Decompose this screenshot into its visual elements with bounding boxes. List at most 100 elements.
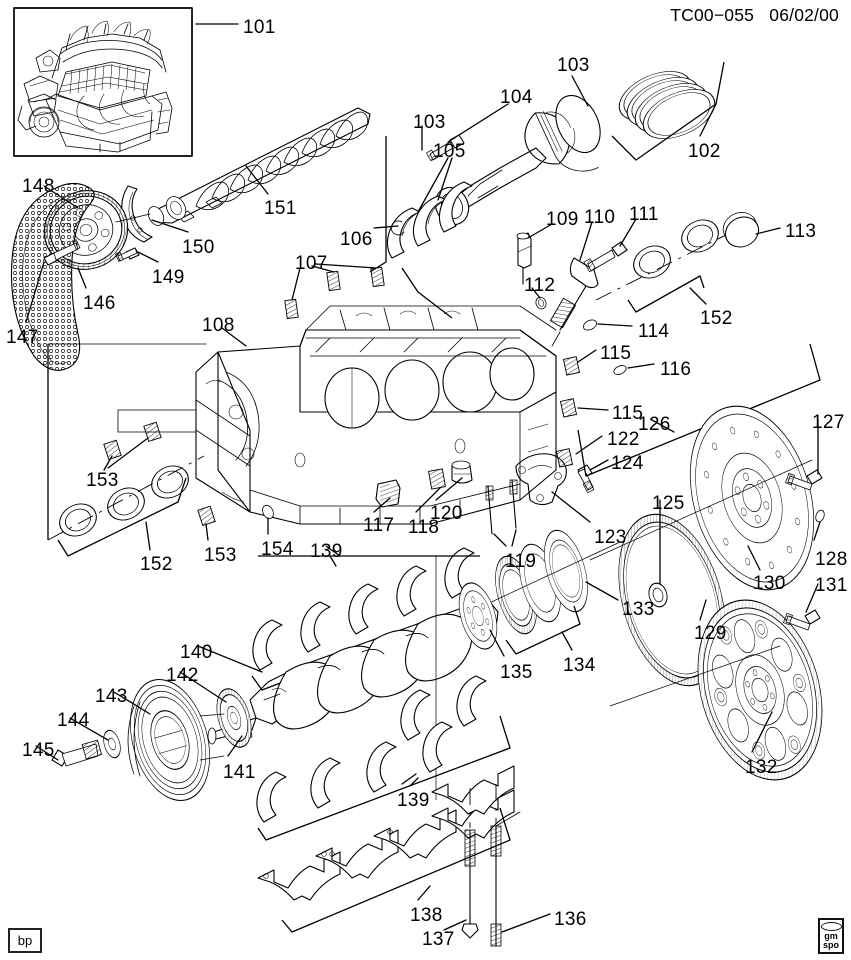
callout-141: 141 [223, 762, 256, 783]
harmonic-balancer-art [127, 678, 225, 802]
piston-ring-set-art [611, 61, 725, 161]
callout-122: 122 [607, 429, 640, 450]
callout-133: 133 [622, 599, 655, 620]
callout-118: 118 [408, 517, 440, 538]
gm-logo-line1: gm [824, 931, 838, 941]
gm-spo-logo: gm spo [818, 918, 844, 954]
document-header: TC00−055 06/02/00 [670, 5, 839, 26]
callout-110: 110 [584, 207, 616, 228]
engine-block-art [195, 305, 557, 525]
camshaft-rear-plug-art [722, 212, 760, 248]
callout-140: 140 [180, 642, 213, 663]
callout-151: 151 [264, 198, 297, 219]
right-side-plugs-art [555, 319, 627, 468]
callout-127: 127 [812, 412, 845, 433]
crankshaft-sprocket-art [216, 688, 252, 748]
timing-chain-bolt-art [43, 239, 81, 266]
bottom-sensors-art [375, 460, 518, 535]
bp-stamp-label: bp [17, 933, 33, 948]
crankshaft-art [207, 582, 499, 745]
balancer-washer-art [103, 729, 121, 759]
callout-116: 116 [660, 359, 692, 380]
callout-154: 154 [261, 539, 294, 560]
callout-129: 129 [694, 623, 727, 644]
callout-102: 102 [688, 141, 721, 162]
sprocket-bolt-art [115, 247, 140, 262]
header-code: TC00−055 [670, 5, 755, 25]
callout-139a: 139 [310, 541, 343, 562]
core-plugs-left-art [103, 421, 274, 527]
flywheel-dowel-art [813, 509, 825, 541]
main-bearing-cap-set-art [257, 765, 515, 933]
callout-148: 148 [22, 176, 55, 197]
callout-114: 114 [638, 321, 670, 342]
block-plug-art [284, 266, 385, 320]
flywheel-ring-gear-art [618, 513, 726, 687]
engine-assembly-inset-art [13, 7, 193, 157]
callout-153a: 153 [86, 470, 119, 491]
callout-105: 105 [433, 141, 466, 162]
callout-145: 145 [22, 740, 55, 761]
callout-131: 131 [815, 575, 848, 596]
rear-crankshaft-seal-art [469, 529, 621, 655]
callout-150: 150 [182, 237, 215, 258]
callout-109: 109 [546, 209, 579, 230]
callout-130: 130 [753, 573, 786, 594]
callout-136: 136 [554, 909, 587, 930]
callout-107: 107 [295, 253, 328, 274]
callout-119: 119 [505, 551, 537, 572]
retaining-clip-art [373, 220, 405, 236]
callout-123: 123 [594, 527, 627, 548]
main-bearing-cap-bolts-art [461, 784, 521, 947]
callout-104: 104 [500, 87, 533, 108]
crankshaft-pilot-bearing-art [648, 582, 668, 608]
callout-117: 117 [363, 515, 395, 536]
callout-147: 147 [6, 327, 39, 348]
oil-squirter-art [549, 257, 599, 347]
callout-149: 149 [152, 267, 185, 288]
callout-112: 112 [524, 275, 556, 296]
callout-138: 138 [410, 905, 443, 926]
flexplate-art [609, 599, 823, 781]
callout-124: 124 [611, 453, 644, 474]
callout-103b: 103 [413, 112, 446, 133]
flywheel-art [589, 405, 815, 591]
squirter-bolt-art [583, 241, 628, 273]
callout-139b: 139 [397, 790, 430, 811]
callout-146: 146 [83, 293, 116, 314]
oil-pump-pickup-bracket-art [515, 453, 567, 506]
callout-101: 101 [243, 17, 276, 38]
timing-chain-art [10, 182, 95, 371]
camshaft-art [147, 107, 371, 226]
flexplate-bolt-art [783, 609, 821, 631]
piston-art [425, 94, 601, 226]
bp-stamp: bp [8, 928, 42, 953]
callout-134: 134 [563, 655, 596, 676]
callout-137: 137 [422, 929, 455, 950]
camshaft-bearing-set-left-art [47, 343, 207, 557]
gm-logo-line2: spo [822, 939, 839, 950]
callout-103a: 103 [557, 55, 590, 76]
callout-125: 125 [652, 493, 685, 514]
callout-108: 108 [202, 315, 235, 336]
callout-152b: 152 [700, 308, 733, 329]
oil-nozzle-art [516, 232, 532, 285]
callout-120: 120 [430, 503, 463, 524]
callout-113: 113 [785, 221, 817, 242]
connecting-rod-bearing-art [386, 181, 473, 259]
callout-132: 132 [745, 757, 778, 778]
callout-115a: 115 [600, 343, 632, 364]
callout-144: 144 [57, 710, 90, 731]
balancer-bolt-art [51, 739, 103, 767]
callout-106: 106 [340, 229, 373, 250]
gm-logo-oval [820, 922, 842, 931]
callout-153b: 153 [204, 545, 237, 566]
header-date: 06/02/00 [769, 5, 839, 25]
callout-142: 142 [166, 665, 199, 686]
callout-143: 143 [95, 686, 128, 707]
camshaft-bearing-set-right-art [595, 219, 753, 313]
callout-126: 126 [638, 414, 671, 435]
callout-128: 128 [815, 549, 848, 570]
